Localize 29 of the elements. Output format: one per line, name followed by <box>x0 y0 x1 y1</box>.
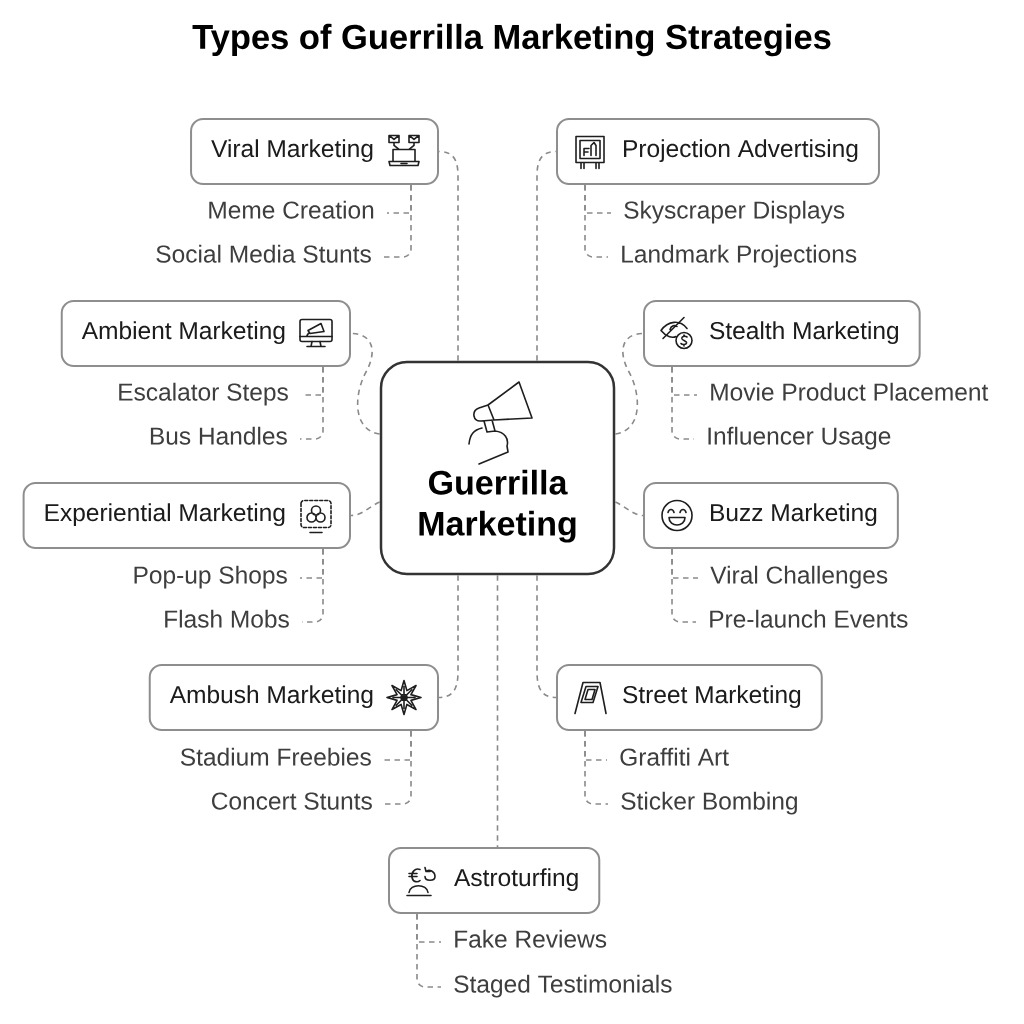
sub-item-label: Influencer Usage <box>708 426 891 450</box>
category-box: Street Marketing <box>556 664 823 731</box>
sub-item-label: Landmark Projections <box>622 244 857 268</box>
category-box: Stealth Marketing <box>643 300 921 367</box>
category-box: Viral Marketing <box>190 118 439 185</box>
sub-item-label: Graffiti Art <box>620 747 729 766</box>
sub-item-label: Meme Creation <box>209 200 374 219</box>
sub-item-label: Pop-up Shops <box>134 565 287 589</box>
sub-item-label: Bus Handles <box>150 426 287 445</box>
category-box: Ambient Marketing <box>60 300 351 367</box>
sub-item-label: Flash Mobs <box>165 609 289 628</box>
sub-item-label: Stadium Freebies <box>180 747 371 766</box>
center-box: Guerrilla Marketing <box>379 360 616 576</box>
category-box: Projection Advertising <box>556 118 880 185</box>
sub-item-label: Escalator Steps <box>119 382 288 406</box>
sub-item-label: Sticker Bombing <box>621 791 797 815</box>
sub-item-label: Fake Reviews <box>455 929 607 948</box>
category-box: Astroturfing <box>388 847 601 914</box>
sub-item-label: Pre-launch Events <box>710 609 908 628</box>
sub-item-label: Movie Product Placement <box>711 382 989 401</box>
sub-item-label: Social Media Stunts <box>156 244 371 263</box>
sub-item-label: Viral Challenges <box>710 565 888 589</box>
sub-item-label: Concert Stunts <box>212 792 372 810</box>
sub-item-label: Staged Testimonials <box>454 974 672 998</box>
category-box: Experiential Marketing <box>22 482 351 549</box>
sub-item-label: Skyscraper Displays <box>624 200 845 224</box>
category-box: Ambush Marketing <box>148 664 439 731</box>
title: Types of Guerrilla Marketing Strategies <box>192 23 831 57</box>
category-box: Buzz Marketing <box>643 482 899 549</box>
